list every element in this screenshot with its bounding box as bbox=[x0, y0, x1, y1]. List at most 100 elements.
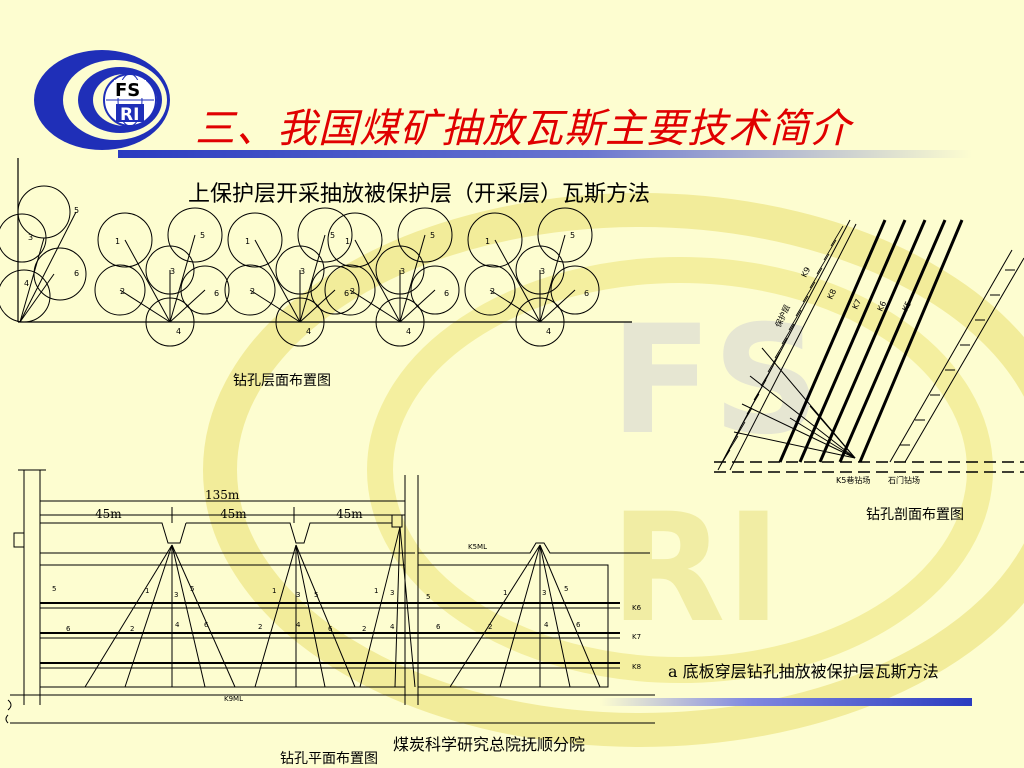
borehole-circle bbox=[397, 207, 453, 263]
watermark-fs: FS bbox=[610, 294, 821, 468]
plan-label: 1 bbox=[503, 589, 507, 597]
site-k5-label: K5巷钻场 bbox=[836, 475, 870, 485]
borehole-circle bbox=[464, 264, 516, 316]
borehole-circle bbox=[324, 264, 376, 316]
borehole-label: 6 bbox=[444, 289, 449, 298]
plan-label: 6 bbox=[66, 625, 71, 633]
watermark-ri: RI bbox=[610, 482, 781, 656]
plan-label: 2 bbox=[258, 623, 262, 631]
seam-label-k7: K7 bbox=[851, 298, 864, 311]
borehole-label: 1 bbox=[345, 237, 350, 246]
borehole-label: 4 bbox=[24, 279, 29, 288]
plan-diagram: 135m 45m 45m 45m K5ML K9ML K6 K7 K8 5 6 … bbox=[5, 469, 655, 724]
borehole-label: 3 bbox=[170, 267, 175, 276]
spacing-2: 45m bbox=[220, 507, 247, 521]
borehole-circle bbox=[327, 212, 383, 268]
plan-label: 5 bbox=[314, 591, 318, 599]
borehole-line bbox=[299, 234, 326, 323]
footer-institute: 煤炭科学研究总院抚顺分院 bbox=[393, 735, 586, 754]
caption-plan: 钻孔平面布置图 bbox=[280, 751, 378, 767]
borehole-label: 3 bbox=[28, 233, 33, 242]
borehole-circle bbox=[467, 212, 523, 268]
borehole-circle bbox=[167, 207, 223, 263]
borehole-line bbox=[489, 289, 541, 323]
borehole-circle bbox=[537, 207, 593, 263]
borehole-circle bbox=[0, 213, 47, 263]
borehole-line bbox=[254, 239, 301, 323]
borehole-line bbox=[539, 234, 566, 323]
borehole-line bbox=[169, 234, 196, 323]
plan-label: 4 bbox=[175, 621, 180, 629]
borehole-circle bbox=[310, 265, 360, 315]
seam-k8-label: K8 bbox=[632, 663, 641, 671]
seam-label-k6: K6 bbox=[876, 300, 889, 313]
subtitle: 上保护层开采抽放被保护层（开采层）瓦斯方法 bbox=[188, 182, 651, 207]
borehole-label: 5 bbox=[570, 231, 575, 240]
roadway-top-label: K5ML bbox=[468, 543, 487, 551]
logo-ri-text: RI bbox=[120, 105, 139, 125]
borehole-line bbox=[169, 289, 206, 323]
borehole-label: 3 bbox=[540, 267, 545, 276]
title-underline bbox=[118, 150, 972, 158]
borehole-line bbox=[399, 234, 426, 323]
roadway-bottom-label: K9ML bbox=[224, 695, 243, 703]
seam-label-k9: K9 bbox=[800, 266, 813, 279]
plan-label: 4 bbox=[544, 621, 549, 629]
borehole-circle bbox=[180, 265, 230, 315]
plan-label: 2 bbox=[488, 623, 492, 631]
borehole-line bbox=[119, 289, 171, 323]
spacing-3: 45m bbox=[336, 507, 363, 521]
borehole-line bbox=[124, 239, 171, 323]
borehole-circle bbox=[224, 264, 276, 316]
borehole-label: 6 bbox=[214, 289, 219, 298]
plan-label: 4 bbox=[390, 623, 395, 631]
borehole-line bbox=[249, 289, 301, 323]
borehole-line bbox=[349, 289, 401, 323]
bottom-bar bbox=[600, 698, 972, 706]
site-gate-label: 石门钻场 bbox=[888, 475, 920, 485]
borehole-circle bbox=[227, 212, 283, 268]
plan-label: 6 bbox=[204, 621, 209, 629]
plan-label: 2 bbox=[362, 625, 366, 633]
caption-method-a: a 底板穿层钻孔抽放被保护层瓦斯方法 bbox=[668, 662, 939, 681]
plan-label: 2 bbox=[130, 625, 134, 633]
borehole-label: 4 bbox=[176, 327, 181, 336]
borehole-label: 6 bbox=[344, 289, 349, 298]
borehole-line bbox=[19, 237, 45, 323]
protective-layer-label: 保护层 bbox=[773, 303, 792, 329]
borehole-label: 6 bbox=[74, 269, 79, 278]
plan-label: 3 bbox=[174, 591, 178, 599]
borehole-line bbox=[399, 289, 436, 323]
borehole-label: 4 bbox=[546, 327, 551, 336]
fsri-logo: FS RI bbox=[34, 50, 170, 150]
borehole-label: 5 bbox=[330, 231, 335, 240]
plan-label: 5 bbox=[564, 585, 568, 593]
borehole-label: 5 bbox=[430, 231, 435, 240]
plan-label: 6 bbox=[328, 625, 333, 633]
caption-layer-plan: 钻孔层面布置图 bbox=[233, 373, 331, 389]
borehole-circle bbox=[17, 185, 71, 239]
plan-label: 6 bbox=[576, 621, 581, 629]
borehole-circle bbox=[97, 212, 153, 268]
borehole-label: 1 bbox=[115, 237, 120, 246]
borehole-label: 1 bbox=[485, 237, 490, 246]
borehole-line bbox=[19, 273, 55, 323]
borehole-circle bbox=[94, 264, 146, 316]
plan-label: 6 bbox=[436, 623, 441, 631]
borehole-label: 5 bbox=[74, 206, 79, 215]
plan-label: 5 bbox=[426, 593, 430, 601]
borehole-line bbox=[494, 239, 541, 323]
borehole-label: 6 bbox=[584, 289, 589, 298]
borehole-line bbox=[354, 239, 401, 323]
borehole-circle bbox=[0, 269, 51, 323]
logo-fs-text: FS bbox=[115, 80, 140, 101]
plan-label: 5 bbox=[52, 585, 56, 593]
caption-section: 钻孔剖面布置图 bbox=[866, 507, 964, 523]
borehole-circle bbox=[297, 207, 353, 263]
borehole-label: 2 bbox=[490, 287, 495, 296]
borehole-label: 3 bbox=[400, 267, 405, 276]
borehole-label: 5 bbox=[200, 231, 205, 240]
borehole-label: 3 bbox=[300, 267, 305, 276]
